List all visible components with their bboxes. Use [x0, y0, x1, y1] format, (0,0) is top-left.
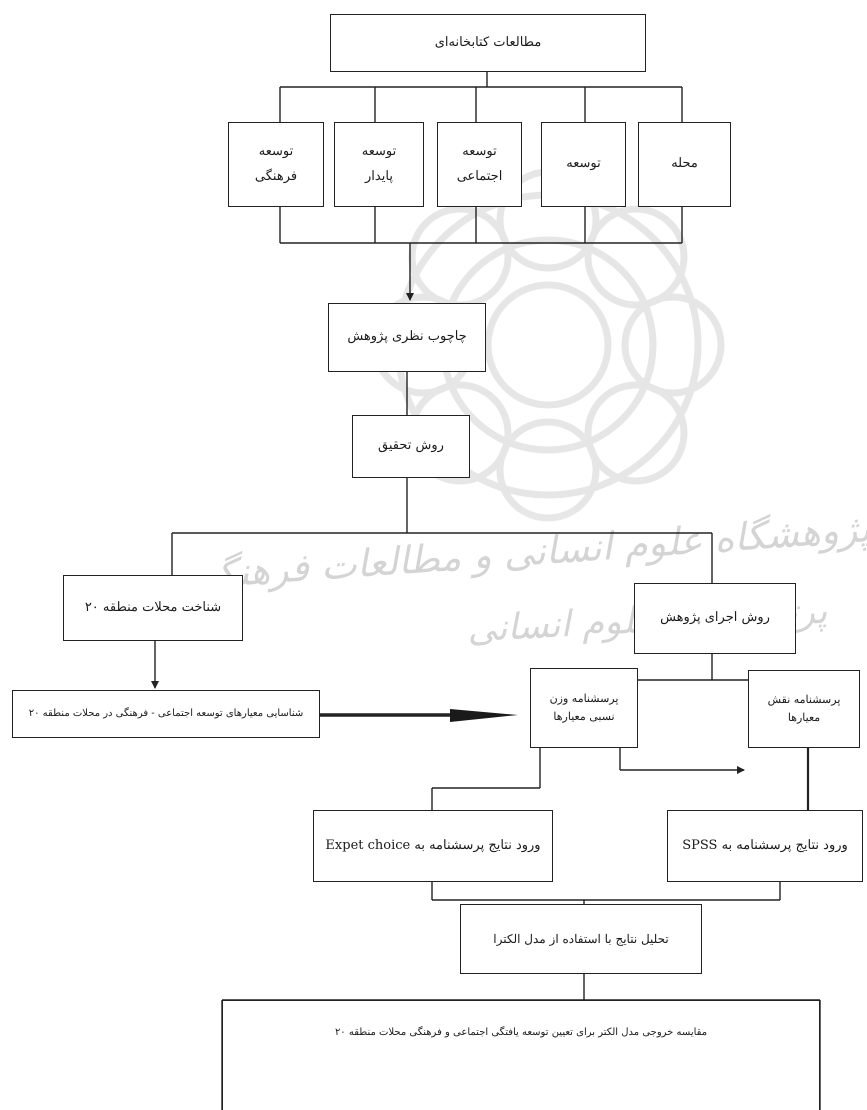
role-questionnaire-line2: معیارها [787, 711, 821, 724]
cultural-development-box: توسعه فرهنگی [228, 122, 324, 207]
development-label: توسعه [566, 156, 601, 172]
spss-box: ورود نتایج پرسشنامه به SPSS [667, 810, 863, 882]
electre-analysis-label: تحلیل نتایج با استفاده از مدل الکترا [493, 931, 669, 946]
criteria-identification-label: شناسایی معیارهای توسعه اجتماعی - فرهنگی … [28, 708, 304, 719]
identify-neighborhoods-box: شناخت محلات منطقه ۲۰ [63, 575, 243, 641]
expert-choice-box: ورود نتایج پرسشنامه به Expet choice [313, 810, 553, 882]
neighborhood-label: محله [671, 156, 698, 172]
expert-choice-label: ورود نتایج پرسشنامه به Expet choice [325, 837, 541, 853]
research-method-box: روش تحقیق [352, 415, 470, 478]
weight-questionnaire-box: پرسشنامه وزن نسبی معیارها [530, 668, 638, 748]
identify-neighborhoods-label: شناخت محلات منطقه ۲۰ [84, 599, 222, 615]
weight-questionnaire-line1: پرسشنامه وزن [549, 692, 619, 706]
role-questionnaire-box: پرسشنامه نقش معیارها [748, 670, 860, 748]
research-method-label: روش تحقیق [378, 438, 444, 454]
theoretical-framework-box: چاچوب نظری پژوهش [328, 303, 486, 372]
sustainable-development-line2: پایدار [365, 168, 393, 184]
role-questionnaire-line1: پرسشنامه نقش [767, 693, 841, 707]
theoretical-framework-label: چاچوب نظری پژوهش [347, 329, 467, 345]
comparison-box: مقایسه خروجی مدل الکتر برای تعیین توسعه … [222, 1000, 820, 1110]
development-box: توسعه [541, 122, 626, 207]
implementation-method-box: روش اجرای پژوهش [634, 583, 796, 654]
electre-analysis-box: تحلیل نتایج با استفاده از مدل الکترا [460, 904, 702, 974]
weight-questionnaire-line2: نسبی معیارها [553, 710, 615, 723]
comparison-label: مقایسه خروجی مدل الکتر برای تعیین توسعه … [334, 1027, 708, 1038]
spss-label: ورود نتایج پرسشنامه به SPSS [682, 837, 848, 853]
library-studies-label: مطالعات کتابخانه‌ای [434, 34, 542, 50]
implementation-method-label: روش اجرای پژوهش [660, 610, 770, 626]
social-development-box: توسعه اجتماعی [437, 122, 522, 207]
criteria-identification-box: شناسایی معیارهای توسعه اجتماعی - فرهنگی … [12, 690, 320, 738]
cultural-development-line2: فرهنگی [254, 168, 298, 184]
social-development-line1: توسعه [462, 143, 497, 159]
cultural-development-line1: توسعه [258, 143, 294, 159]
sustainable-development-box: توسعه پایدار [334, 122, 424, 207]
social-development-line2: اجتماعی [456, 168, 503, 184]
sustainable-development-line1: توسعه [361, 143, 397, 159]
library-studies-box: مطالعات کتابخانه‌ای [330, 14, 646, 72]
neighborhood-box: محله [638, 122, 731, 207]
